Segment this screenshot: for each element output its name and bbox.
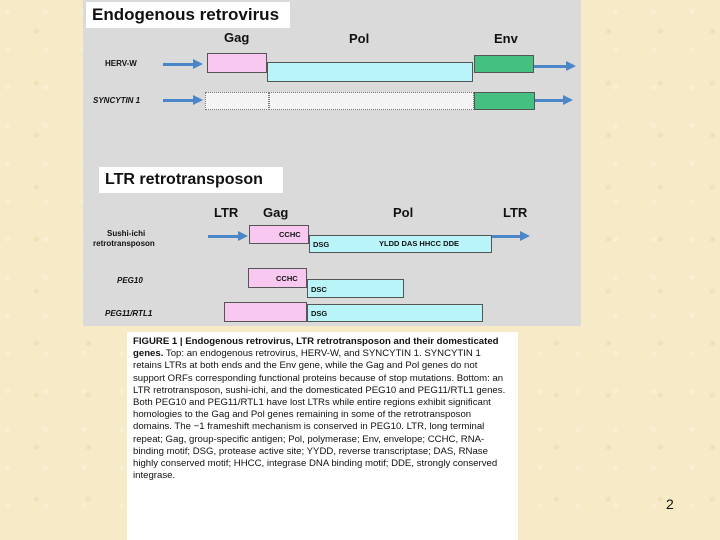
row-label-peg10: PEG10	[117, 276, 143, 285]
syncytin-left-arrow-head	[193, 95, 203, 105]
herv-w-left-arrow-head	[193, 59, 203, 69]
herv-w-left-arrow	[163, 63, 193, 66]
sushi-left-arrow-head	[238, 231, 248, 241]
sushi-gag-box	[249, 225, 309, 244]
sushi-gag-motif: CCHC	[279, 230, 301, 239]
sushi-pol-motifs-right: YLDD DAS HHCC DDE	[379, 239, 460, 248]
caption-title: FIGURE 1 | Endogenous retrovirus, LTR re…	[133, 336, 499, 360]
pol-header-2: Pol	[393, 205, 414, 220]
figure-caption: FIGURE 1 | Endogenous retrovirus, LTR re…	[127, 332, 518, 540]
ltr-right-header: LTR	[503, 205, 528, 220]
pol-header: Pol	[349, 31, 370, 46]
peg11-pol-box	[307, 304, 483, 322]
herv-w-env-box	[474, 55, 534, 73]
sushi-pol-box	[309, 235, 492, 253]
herv-w-gag-box	[207, 53, 267, 73]
herv-w-pol-box	[267, 62, 473, 82]
sushi-left-arrow	[208, 235, 238, 238]
section2-title: LTR retrotransposon	[99, 167, 283, 193]
syncytin-right-arrow	[535, 99, 563, 102]
syncytin-right-arrow-head	[563, 95, 573, 105]
peg10-gag-motif: CCHC	[276, 274, 298, 283]
syncytin-pol-box-degenerate	[269, 92, 474, 110]
page-number: 2	[666, 496, 674, 512]
figure-panel: Endogenous retrovirus Gag Pol Env HERV-W…	[83, 0, 581, 326]
section1-title: Endogenous retrovirus	[86, 2, 290, 28]
row-label-peg11-rtl1: PEG11/RTL1	[105, 309, 153, 318]
peg10-gag-box	[248, 268, 307, 288]
caption-body: Top: an endogenous retrovirus, HERV-W, a…	[133, 348, 506, 482]
peg11-gag-box	[224, 302, 307, 322]
gag-header-2: Gag	[263, 205, 289, 220]
row-label-herv-w: HERV-W	[105, 59, 137, 68]
peg11-pol-motif: DSG	[311, 309, 328, 318]
herv-w-right-arrow	[534, 65, 566, 68]
peg10-pol-motif: DSC	[311, 285, 327, 294]
row-label-syncytin-1: SYNCYTIN 1	[93, 96, 141, 105]
syncytin-left-arrow	[163, 99, 193, 102]
peg10-pol-box	[307, 279, 404, 298]
herv-w-right-arrow-head	[566, 61, 576, 71]
ltr-left-header: LTR	[214, 205, 239, 220]
row-label-sushi-ichi-line2: retrotransposon	[93, 239, 155, 248]
sushi-right-arrow	[492, 235, 520, 238]
row-label-sushi-ichi-line1: Sushi-ichi	[107, 229, 146, 238]
syncytin-env-box	[474, 92, 535, 110]
env-header: Env	[494, 31, 518, 46]
sushi-pol-motif-left: DSG	[313, 240, 330, 249]
sushi-right-arrow-head	[520, 231, 530, 241]
gag-header: Gag	[224, 30, 250, 45]
syncytin-gag-box-degenerate	[205, 92, 269, 110]
